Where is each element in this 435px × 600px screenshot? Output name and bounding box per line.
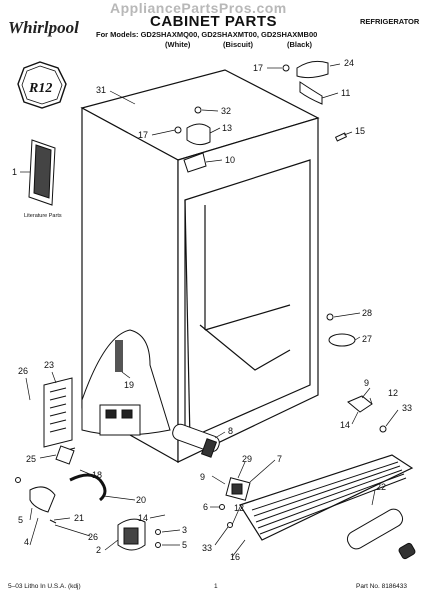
callout-24: 24 [344,58,354,68]
callout-1: 1 [12,167,17,177]
callout-7: 7 [277,454,282,464]
callout-18: 18 [92,470,102,480]
callout-4: 4 [24,537,29,547]
callout-10: 10 [225,155,235,165]
drain-pan-parts [117,518,161,551]
callout-15: 15 [355,126,365,136]
literature-booklet-icon [28,139,56,206]
machine-compartment [81,329,171,436]
middle-bracket [219,477,251,528]
callout-9b: 9 [200,472,205,482]
callout-8: 8 [228,426,233,436]
callout-20: 20 [136,495,146,505]
brand-logo: Whirlpool [8,18,79,37]
leader-lines [20,63,399,558]
callout-13: 13 [222,123,232,133]
toe-grille [239,454,414,541]
right-bracket [347,395,387,433]
literature-parts-label: Literature Parts [24,213,62,219]
callout-26b: 26 [88,532,98,542]
callout-5: 5 [18,515,23,525]
filter-cartridge [346,508,416,560]
badge-text: R12 [28,81,52,96]
watermark: AppliancePartsPros.com [110,0,287,16]
condenser-tube [172,423,220,458]
callout-11: 11 [341,88,350,98]
callout-29: 29 [242,454,252,464]
color-white: (White) [165,40,191,49]
category-label: REFRIGERATOR [360,17,420,26]
footer-page-number: 1 [214,583,218,590]
callout-2: 2 [96,545,101,555]
callout-22: 22 [376,482,386,492]
models-line: For Models: GD2SHAXMQ00, GD2SHAXMT00, GD… [96,30,318,39]
callout-16: 16 [230,552,240,562]
callout-31: 31 [96,85,106,95]
r12-badge-icon: R12 [17,61,67,109]
callout-12: 12 [388,388,398,398]
callout-28: 28 [362,308,372,318]
color-biscuit: (Biscuit) [223,40,253,49]
callout-25: 25 [26,454,36,464]
left-fan-parts [15,477,57,524]
callout-17: 17 [253,63,263,73]
callout-26: 26 [18,366,28,376]
callout-6: 6 [203,502,208,512]
callout-14: 14 [340,420,350,430]
callout-23: 23 [44,360,54,370]
top-hinge-parts [174,60,348,173]
callout-labels: 24 17 11 31 32 17 13 15 10 1 28 27 23 26… [12,58,412,562]
callout-3: 3 [182,525,187,535]
callout-9: 9 [364,378,369,388]
callout-12b: 12 [234,503,244,513]
callout-33b: 33 [202,543,212,553]
callout-19: 19 [124,380,134,390]
callout-21: 21 [74,513,84,523]
callout-33: 33 [402,403,412,413]
callout-5b: 5 [182,540,187,550]
lower-hinge-27 [326,313,356,347]
callout-14b: 14 [138,513,148,523]
drain-tubing [55,445,107,502]
footer-litho: 5–03 Litho In U.S.A. (kdj) [8,583,81,590]
color-black: (Black) [287,40,313,49]
footer-part-number: Part No. 8186433 [356,583,407,590]
callout-17b: 17 [138,130,148,140]
side-vent [43,377,73,448]
page-title: CABINET PARTS [150,13,278,30]
callout-27: 27 [362,334,372,344]
callout-32: 32 [221,106,231,116]
